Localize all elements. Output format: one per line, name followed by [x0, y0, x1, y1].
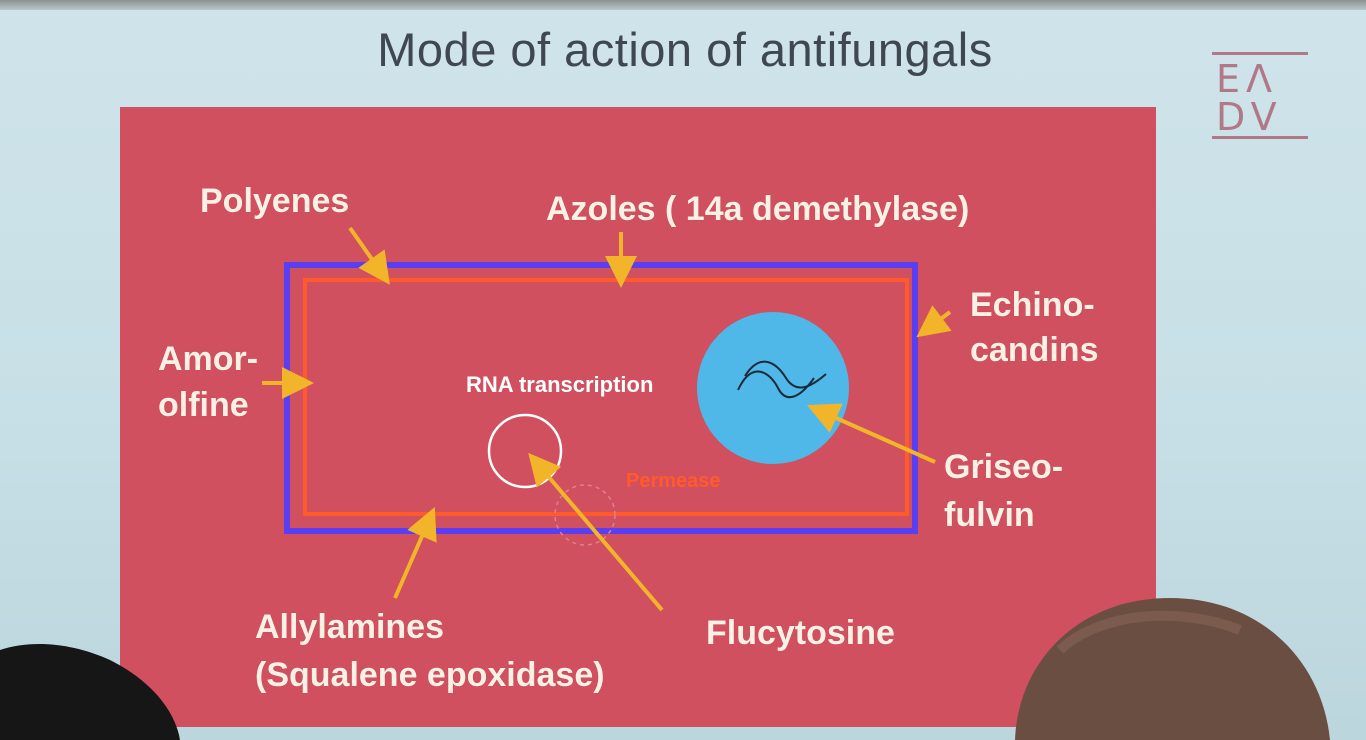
diagram-panel	[120, 107, 1156, 727]
nucleus-icon	[697, 312, 849, 464]
label-griseofulvin-line2: fulvin	[944, 496, 1035, 534]
label-griseofulvin-line1: Griseo-	[944, 448, 1064, 486]
logo-bar-bottom	[1212, 136, 1308, 139]
slide-title: Mode of action of antifungals	[377, 23, 993, 76]
arrow-icon	[528, 452, 664, 612]
arrow-icon	[348, 226, 390, 285]
audience-head-highlight	[1056, 610, 1242, 654]
label-flucytosine: Flucytosine	[706, 614, 895, 652]
audience-head-left	[0, 644, 180, 740]
label-allylamines-line2: (Squalene epoxidase)	[255, 656, 605, 694]
arrow-icon	[393, 507, 437, 599]
label-echinocandins-line1: Echino-	[970, 286, 1095, 324]
label-echinocandins-line2: candins	[970, 331, 1099, 369]
dna-strand-icon	[744, 360, 827, 389]
dna-strand-icon	[737, 370, 815, 399]
screen-top-edge	[0, 0, 1366, 10]
label-azoles: Azoles ( 14a demethylase)	[546, 190, 970, 228]
logo-bar-top	[1212, 52, 1308, 55]
logo-text-top: EΛ	[1216, 57, 1279, 101]
permease-label: Permease	[626, 470, 721, 492]
arrow-icon	[807, 403, 936, 464]
eadv-logo: EΛ DV	[1210, 52, 1310, 142]
label-allylamines-line1: Allylamines	[255, 608, 444, 646]
rna-transcription-label: RNA transcription	[466, 372, 654, 397]
label-amorolfine-line1: Amor-	[158, 340, 259, 378]
label-amorolfine-line2: olfine	[158, 386, 249, 424]
permease-circle	[554, 484, 616, 546]
label-polyenes: Polyenes	[200, 182, 350, 220]
logo-text-bottom: DV	[1216, 95, 1283, 139]
rna-circle-icon	[487, 413, 563, 489]
arrow-icon	[916, 305, 952, 338]
